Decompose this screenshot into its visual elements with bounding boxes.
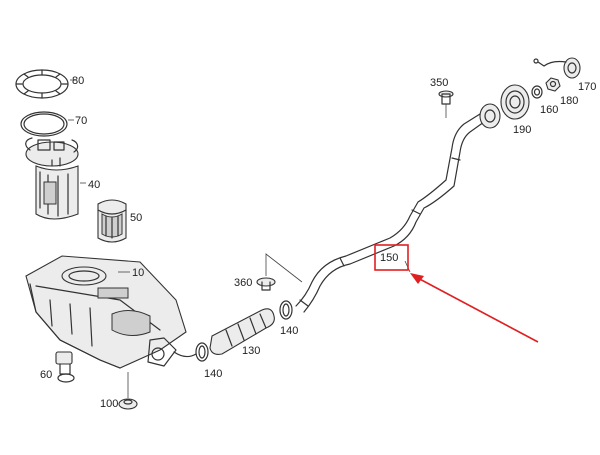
- part-40-fuel-pump-module: [25, 137, 79, 220]
- label-150: 150: [380, 252, 398, 264]
- label-60: 60: [40, 369, 52, 381]
- highlight-arrow-shaft: [413, 275, 539, 343]
- part-130-filler-hose: [209, 308, 275, 355]
- part-50-filter: [97, 199, 127, 243]
- part-filler-head: [479, 103, 501, 129]
- part-70-seal-ring: [20, 111, 68, 137]
- part-60-sensor: [55, 351, 75, 383]
- label-160: 160: [540, 104, 558, 116]
- part-10-fuel-tank: [25, 255, 197, 369]
- label-100: 100: [100, 398, 118, 410]
- part-170-fuel-cap: [533, 57, 581, 79]
- label-180: 180: [560, 95, 578, 107]
- part-140-clamp-a: [195, 342, 209, 362]
- label-10: 10: [132, 267, 144, 279]
- part-150-filler-neck-pipe: [295, 113, 485, 313]
- label-140-b: 140: [280, 325, 298, 337]
- part-180-nut: [545, 77, 561, 92]
- label-360: 360: [234, 277, 252, 289]
- part-80-lock-ring: [15, 69, 69, 99]
- label-350: 350: [430, 77, 448, 89]
- label-80: 80: [72, 75, 84, 87]
- label-50: 50: [130, 212, 142, 224]
- part-100-grommet: [118, 372, 138, 410]
- label-170: 170: [578, 81, 596, 93]
- part-140-clamp-b: [279, 300, 293, 320]
- label-70: 70: [75, 115, 87, 127]
- label-130: 130: [242, 345, 260, 357]
- label-40: 40: [88, 179, 100, 191]
- highlight-box: [374, 244, 409, 271]
- label-190: 190: [513, 124, 531, 136]
- highlight-arrow-head: [410, 273, 424, 284]
- label-140-a: 140: [204, 368, 222, 380]
- part-190-filler-housing: [500, 84, 530, 120]
- part-350-valve: [438, 90, 454, 118]
- part-360-clip: [256, 253, 303, 291]
- part-160-seal: [531, 85, 543, 99]
